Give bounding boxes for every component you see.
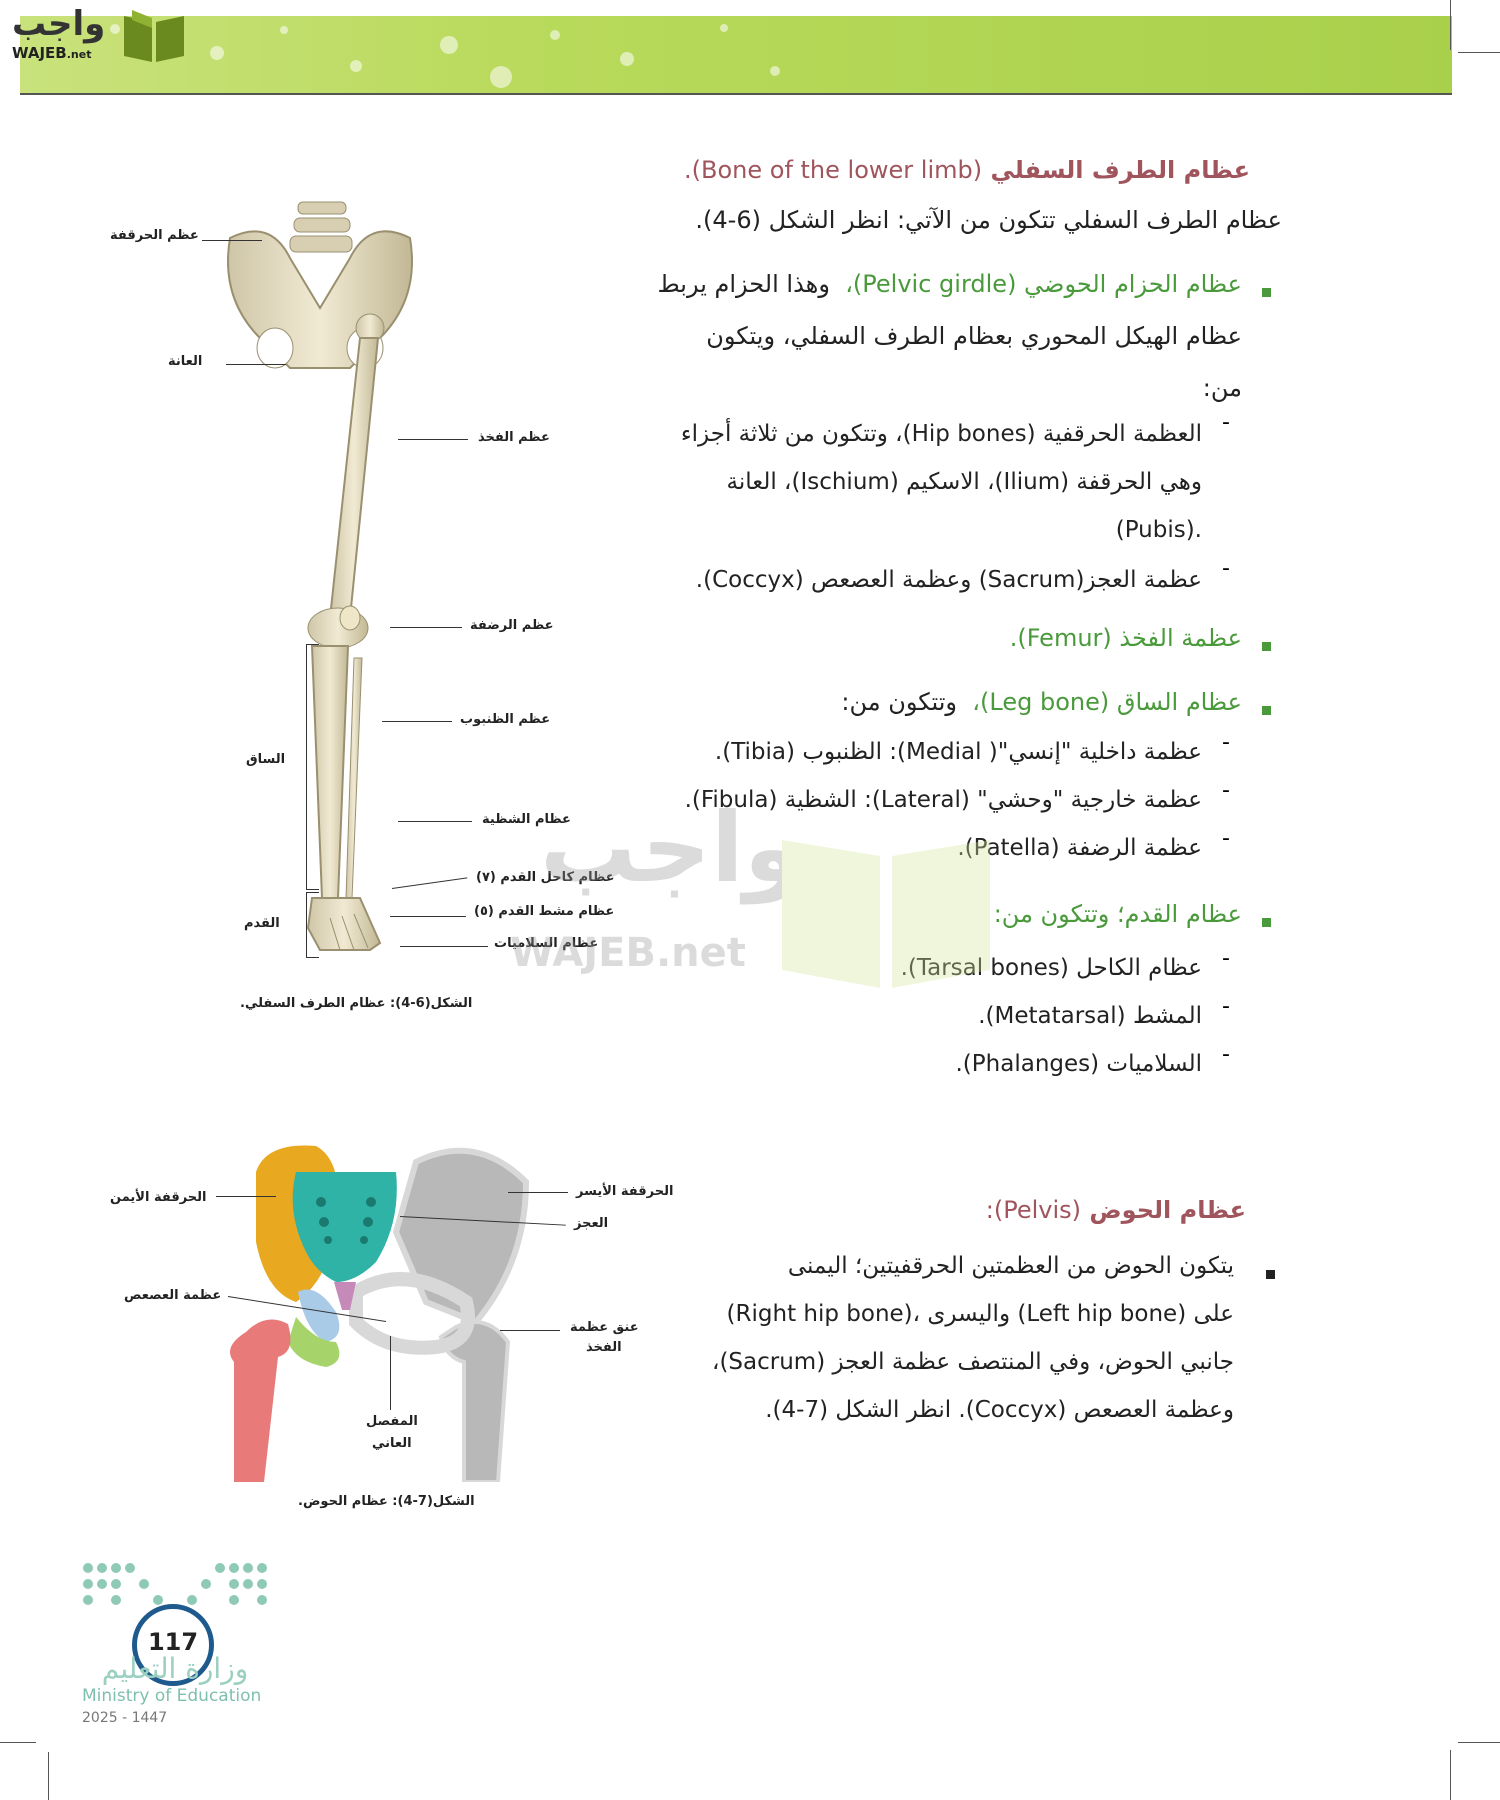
foot-item-2: المشط (Metatarsal). [978, 1003, 1202, 1029]
figure2-caption: الشكل(7-4): عظام الحوض. [298, 1494, 475, 1509]
bullet-leg [1252, 700, 1271, 719]
pelvic-line1: عظام الحزام الحوضي (Pelvic girdle)، وهذا… [657, 270, 1242, 298]
dash-2: - [1222, 556, 1230, 581]
pelvis-line-2: (Right hip bone)، واليسرى (Left hip bone… [726, 1301, 1234, 1327]
label-metatarsal: عظام مشط القدم (٥) [474, 904, 615, 919]
foot-line: عظام القدم؛ وتتكون من: [993, 900, 1242, 928]
section1-intro: عظام الطرف السفلي تتكون من الآتي: انظر ا… [695, 206, 1282, 234]
pelvic-line2: عظام الهيكل المحوري بعظام الطرف السفلي، … [706, 322, 1242, 350]
pelvis-illustration [226, 1142, 566, 1484]
leg-line: عظام الساق (Leg bone)، وتتكون من: [841, 688, 1242, 716]
wajeb-logo: واجب WAJEB.net [10, 4, 190, 64]
dash-4: - [1222, 778, 1230, 803]
pelvic-sub2: عظمة العجز(Sacrum) وعظمة العصعص (Coccyx)… [695, 567, 1202, 593]
label-right-ilium: الحرقفة الأيمن [110, 1190, 207, 1205]
pelvis-line-1: يتكون الحوض من العظمتين الحرقفيتين؛ اليم… [787, 1253, 1234, 1279]
ministry-english: Ministry of Education [82, 1686, 262, 1706]
label-left-ilium: الحرقفة الأيسر [576, 1184, 674, 1199]
label-pubic-joint-2: العاني [372, 1436, 412, 1451]
dash-7: - [1222, 994, 1230, 1019]
ministry-arabic: وزارة التعليم [101, 1652, 249, 1685]
label-fibula: عظام الشظية [482, 812, 571, 827]
header-divider [20, 93, 1452, 95]
pelvic-sub1-l3: (Pubis). [1115, 517, 1202, 543]
label-tibia: عظم الظنبوب [460, 712, 551, 727]
label-foot: القدم [244, 916, 280, 931]
pelvis-line-4: وعظمة العصعص (Coccyx). انظر الشكل (7-4). [765, 1397, 1234, 1423]
header-band [20, 16, 1452, 94]
pelvic-sub1-l2: وهي الحرقفة (Ilium)، الاسكيم (Ischium)، … [726, 469, 1202, 495]
pelvic-line3: من: [1202, 374, 1242, 402]
label-phalanges: عظام السلاميات [494, 936, 599, 951]
logo-arabic: واجب [12, 4, 106, 44]
lower-limb-illustration [220, 198, 440, 958]
pelvis-line-3: جانبي الحوض، وفي المنتصف عظمة العجز (Sac… [712, 1349, 1234, 1375]
section2-heading: عظام الحوض (Pelvis): [985, 1196, 1246, 1224]
watermark-book-icon [782, 840, 990, 988]
label-coccyx: عظمة العصعص [124, 1288, 222, 1303]
dash-3: - [1222, 730, 1230, 755]
bullet-pelvic [1252, 282, 1271, 301]
page-number-badge [132, 1604, 214, 1686]
figure1-caption: الشكل(6-4): عظام الطرف السفلي. [240, 996, 473, 1011]
label-femur-neck-1: عنق عظمة [570, 1320, 639, 1335]
bullet-foot [1252, 912, 1271, 931]
dots-pattern-icon [83, 1563, 267, 1605]
leg-item-1: عظمة داخلية "إنسي"( Medial): الظنبوب (Ti… [714, 739, 1202, 765]
foot-item-1: عظام الكاحل (Tarsal bones). [901, 955, 1202, 981]
ministry-logo: 117 وزارة التعليم Ministry of Education … [80, 1560, 280, 1730]
label-pubic-joint-1: المفصل [366, 1414, 418, 1429]
dash-1: - [1222, 410, 1230, 435]
label-patella: عظم الرضفة [470, 618, 554, 633]
label-femur: عظم الفخذ [478, 430, 550, 445]
section1-heading: عظام الطرف السفلي (Bone of the lower lim… [684, 156, 1250, 184]
book-icon [120, 8, 188, 64]
label-femur-neck-2: الفخذ [586, 1340, 622, 1355]
page-number: 117 [147, 1628, 199, 1656]
wajeb-watermark: واجب WAJEB.net [500, 792, 1020, 990]
dash-8: - [1222, 1042, 1230, 1067]
pelvic-sub1-l1: العظمة الحرقفية (Hip bones)، وتتكون من ث… [680, 421, 1202, 447]
bullet-femur [1252, 636, 1271, 655]
femur-line: عظمة الفخذ (Femur). [1009, 624, 1242, 652]
label-ilium: عظم الحرقفة [110, 228, 199, 243]
label-sacrum: العجز [574, 1216, 609, 1231]
dash-6: - [1222, 946, 1230, 971]
year-label: 2025 - 1447 [82, 1710, 168, 1726]
bullet-pelvis [1256, 1264, 1275, 1283]
leg-item-3: عظمة الرضفة (Patella). [957, 835, 1202, 861]
foot-item-3: السلاميات (Phalanges). [955, 1051, 1203, 1077]
label-pubis: العانة [168, 354, 203, 369]
dash-5: - [1222, 826, 1230, 851]
label-tarsal: عظام كاحل القدم (٧) [476, 870, 615, 885]
leg-item-2: عظمة خارجية "وحشي" (Lateral): الشظية (Fi… [684, 787, 1202, 813]
label-leg: الساق [246, 752, 286, 767]
logo-latin: WAJEB.net [12, 44, 92, 62]
